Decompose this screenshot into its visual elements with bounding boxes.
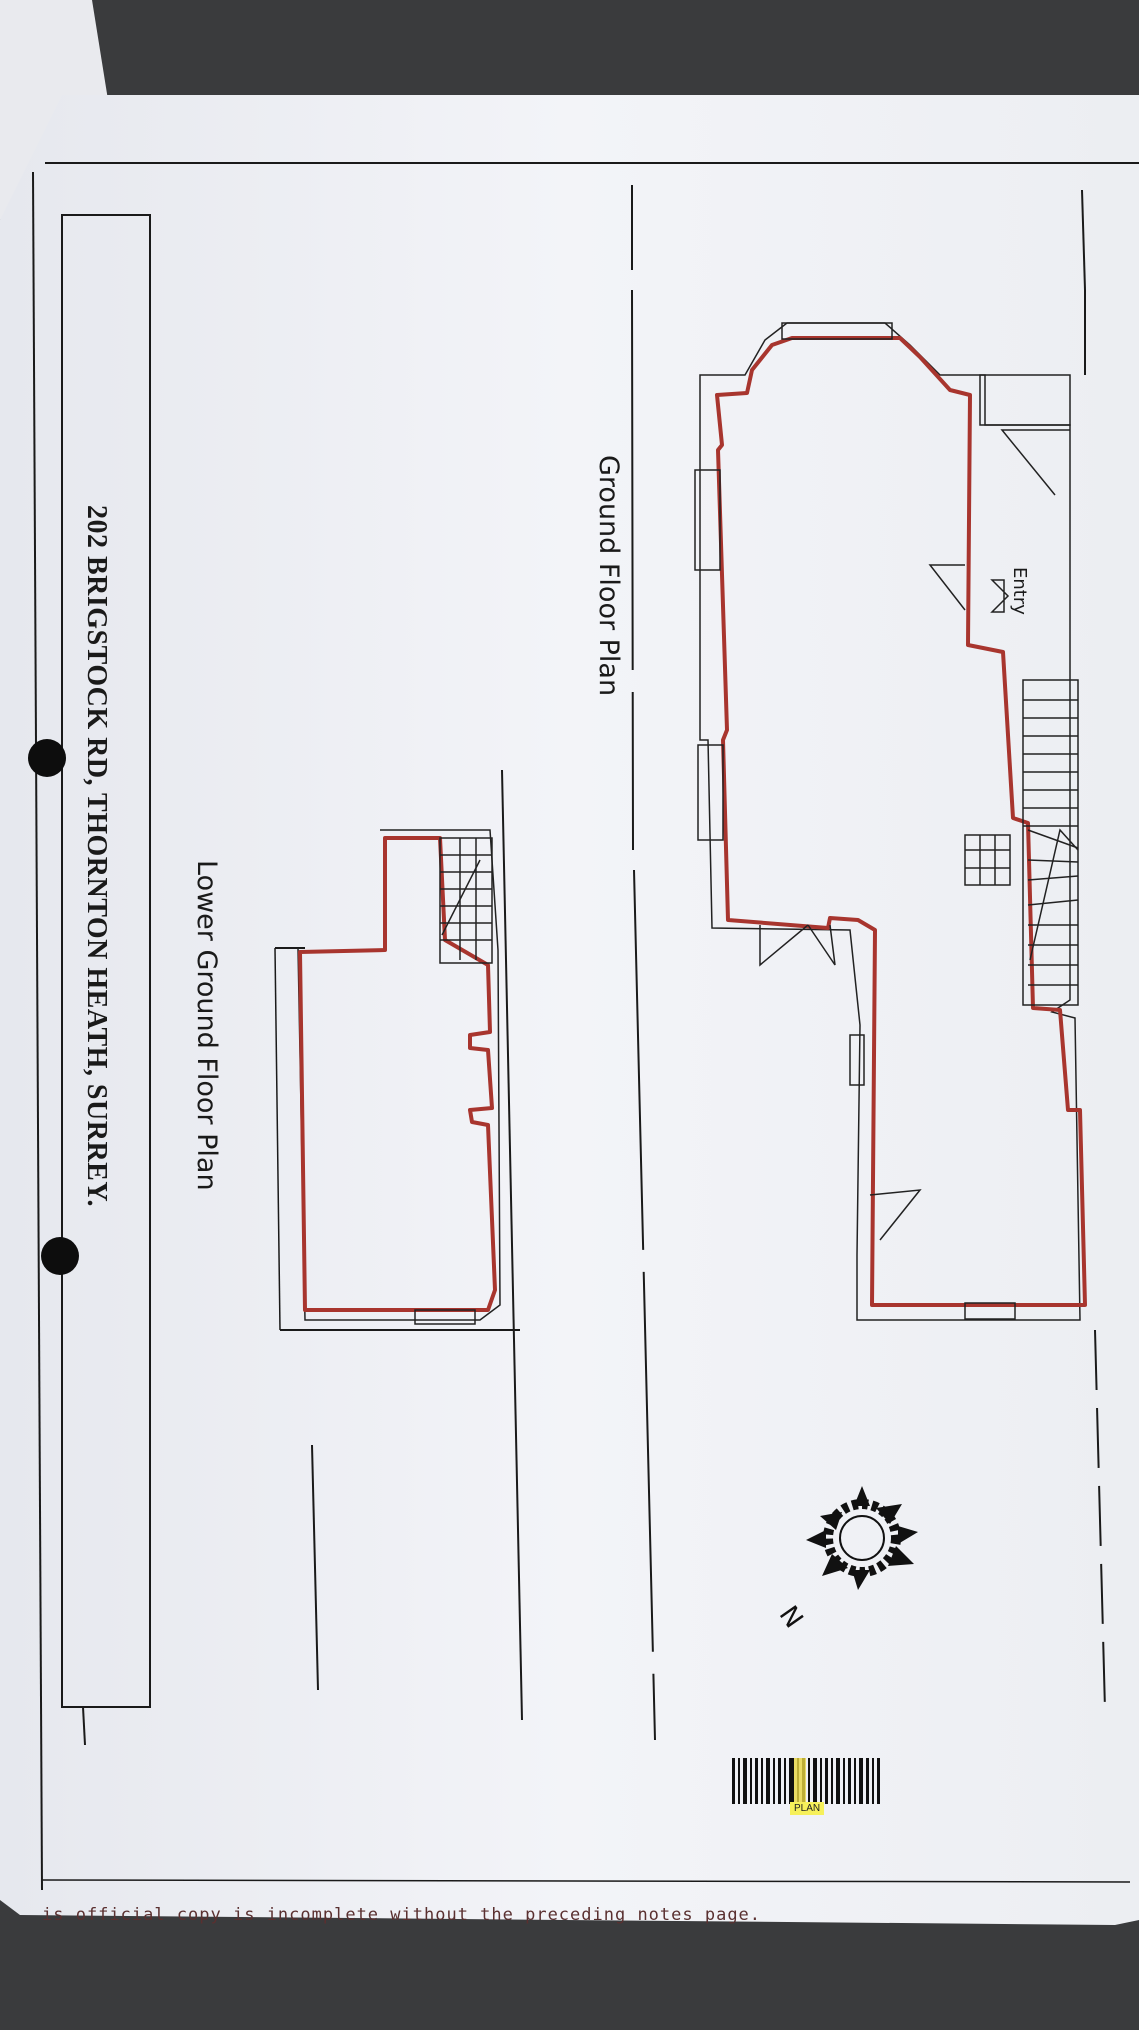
back-sheet bbox=[0, 0, 108, 220]
compass-rose-icon bbox=[806, 1486, 918, 1590]
property-address-title: 202 BRIGSTOCK RD, THORNTON HEATH, SURREY… bbox=[81, 505, 112, 1207]
ground-floor-outline bbox=[715, 336, 1087, 1307]
lower-floor-staircase bbox=[414, 837, 493, 1325]
ground-floor-openings bbox=[694, 322, 1071, 1320]
lower-floor-outer-wall bbox=[297, 829, 501, 1321]
ground-floor-staircase bbox=[964, 679, 1079, 1006]
punch-hole bbox=[28, 739, 66, 777]
ground-floor-plan-label: Ground Floor Plan bbox=[593, 455, 624, 697]
barcode-plan-label: PLAN bbox=[790, 1802, 825, 1815]
barcode-icon bbox=[732, 1758, 880, 1804]
entry-label: Entry bbox=[1009, 567, 1030, 615]
sheet-border bbox=[32, 162, 1139, 1891]
lower-ground-floor-plan-label: Lower Ground Floor Plan bbox=[191, 860, 222, 1191]
entry-arrow-icon bbox=[990, 579, 1010, 613]
lower-floor-outline bbox=[298, 836, 497, 1312]
boundary-lines bbox=[274, 185, 1106, 1741]
footer-note: is official copy is incomplete without t… bbox=[42, 1905, 762, 1925]
title-block bbox=[61, 214, 151, 1708]
paper-sheet bbox=[0, 95, 1139, 1925]
punch-hole bbox=[41, 1237, 79, 1275]
